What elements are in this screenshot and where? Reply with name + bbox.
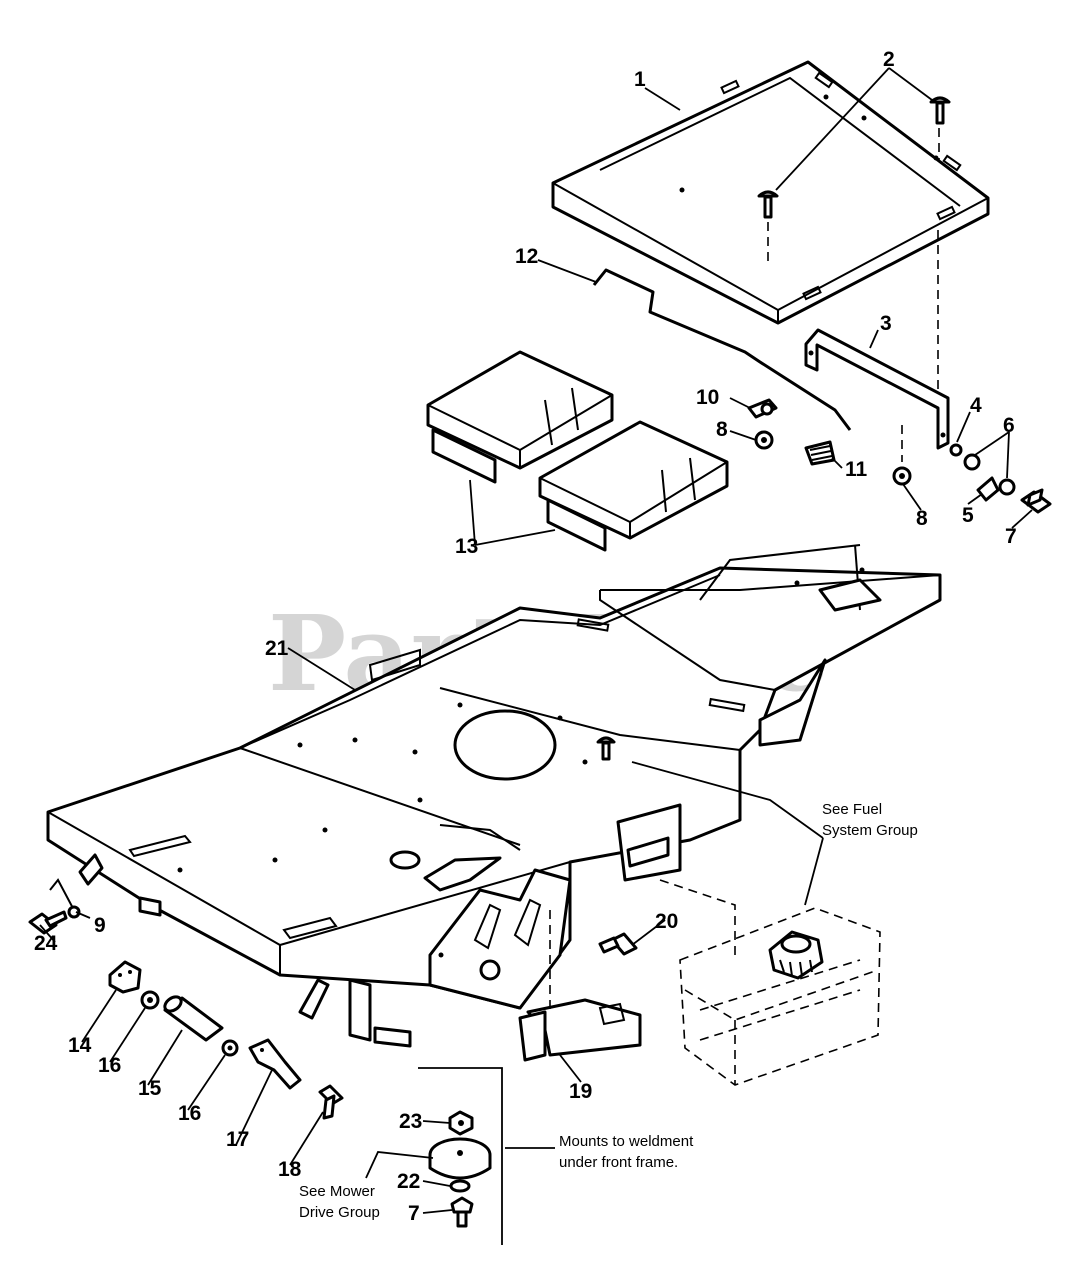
note-mower-line1: See Mower [299, 1183, 375, 1200]
note-fuel-line2: System Group [822, 822, 918, 839]
callout-labels: 1 2 3 4 5 6 7 7 8 8 9 10 11 12 13 14 15 … [34, 48, 1017, 1225]
callout-12: 12 [515, 245, 538, 268]
callout-6: 6 [1003, 414, 1015, 437]
callout-22: 22 [397, 1170, 420, 1193]
callout-2: 2 [883, 48, 895, 71]
bolt-18 [318, 1084, 344, 1120]
callout-13: 13 [455, 535, 478, 558]
callout-19: 19 [569, 1080, 592, 1103]
drive-detail-box [418, 1067, 503, 1245]
nut-23 [448, 1110, 474, 1136]
seat-screw-right [929, 96, 951, 125]
note-mounts-line1: Mounts to weldment [559, 1133, 694, 1150]
note-mounts-line2: under front frame. [559, 1154, 678, 1171]
rod-clip [49, 878, 81, 919]
rear-weight-left [426, 350, 614, 484]
note-mower-line2: Drive Group [299, 1204, 380, 1221]
note-fuel-line1: See Fuel [822, 801, 882, 818]
callout-3: 3 [880, 312, 892, 335]
callout-16-right: 16 [178, 1102, 201, 1125]
tank-bracket [616, 803, 682, 882]
pivot-block [108, 960, 142, 994]
callout-16-left: 16 [98, 1054, 121, 1077]
callout-7-upper: 7 [1005, 525, 1017, 548]
callout-21: 21 [265, 637, 289, 660]
notes: See Fuel System Group Mounts to weldment… [299, 801, 918, 1221]
spring-clip [804, 440, 836, 466]
callout-7-lower: 7 [408, 1202, 420, 1225]
bolt-24 [28, 910, 68, 935]
seat-switch-rod [592, 268, 852, 431]
callout-17: 17 [226, 1128, 249, 1151]
pulley-hub [428, 1137, 492, 1180]
callout-11: 11 [845, 458, 868, 481]
bolt-7-lower [450, 1196, 474, 1228]
callout-8-left: 8 [716, 418, 728, 441]
callout-14: 14 [68, 1034, 92, 1057]
rear-weight-right [538, 420, 729, 552]
front-axle-pin [78, 853, 412, 1048]
callout-10: 10 [696, 386, 719, 409]
fuel-tank [679, 907, 881, 1086]
bushing-left [140, 990, 160, 1010]
axle-tube [163, 995, 224, 1042]
seat-screw-left [757, 190, 779, 219]
bolt-20 [598, 932, 638, 956]
callout-8-right: 8 [916, 507, 928, 530]
lock-nut [949, 443, 963, 457]
strap-bracket [248, 1038, 302, 1090]
callout-1: 1 [634, 68, 646, 91]
callout-20: 20 [655, 910, 678, 933]
seat-bracket [804, 328, 950, 450]
callout-9: 9 [94, 914, 106, 937]
washer [963, 453, 1016, 496]
bolt-7 [1020, 488, 1052, 514]
main-frame [46, 544, 942, 1010]
bushing-right [221, 1039, 239, 1057]
mount-bracket-19 [518, 998, 642, 1062]
leader-lines [39, 67, 1033, 1214]
callout-18: 18 [278, 1158, 302, 1181]
nut-center [754, 430, 774, 450]
nut-right [892, 466, 912, 486]
callout-5: 5 [962, 504, 974, 527]
front-axle-mount [428, 868, 572, 1010]
frame-bolt [596, 736, 616, 761]
callout-15: 15 [138, 1077, 162, 1100]
washer-22 [449, 1179, 471, 1193]
callout-4: 4 [970, 394, 982, 417]
callout-24: 24 [34, 932, 58, 955]
callout-23: 23 [399, 1110, 422, 1133]
hook-bracket [976, 476, 1000, 502]
wire-clip [747, 398, 778, 419]
